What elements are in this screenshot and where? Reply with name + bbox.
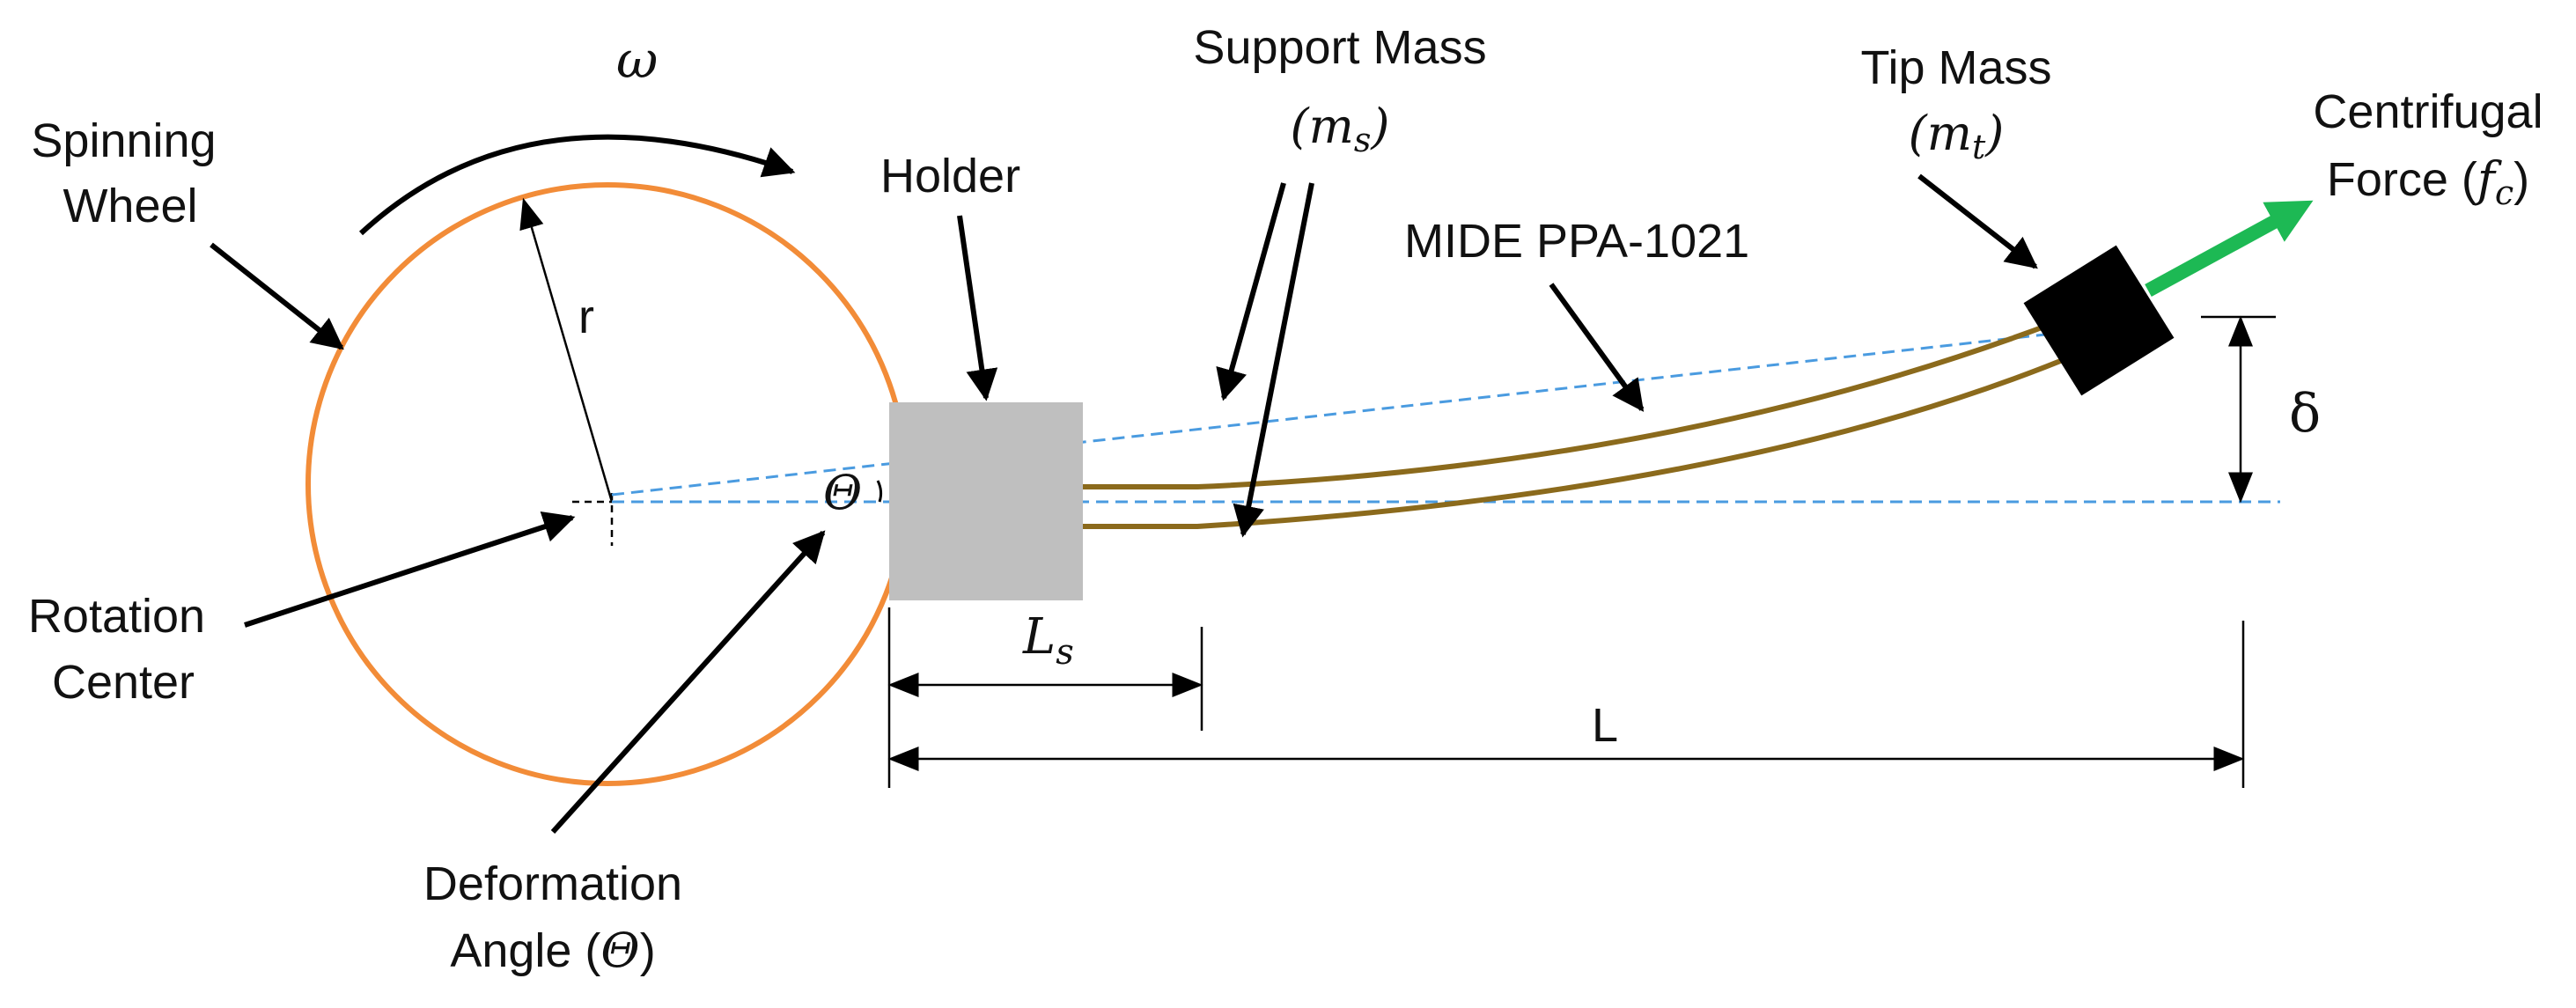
callout-piezo — [1549, 283, 1645, 412]
centrifugal-title: Centrifugal — [2313, 85, 2543, 138]
tip-mass-title: Tip Mass — [1860, 41, 2051, 94]
callout-tip-mass — [1917, 173, 2038, 269]
holder-label: Holder — [880, 150, 1020, 202]
holder-block — [889, 402, 1083, 600]
tip-mass-symbol: (mt) — [1909, 106, 2005, 166]
spinning-wheel-label: Spinning Wheel — [31, 114, 229, 232]
omega-label: ω — [616, 30, 658, 90]
callout-deformation-angle — [550, 530, 826, 835]
deformation-symbol: Angle (Θ) — [450, 923, 655, 978]
deformation-title: Deformation — [423, 857, 682, 910]
callout-spinning-wheel — [210, 242, 344, 350]
delta-label: δ — [2289, 383, 2321, 445]
radius-line — [519, 197, 614, 503]
theta-label: Θ — [823, 465, 862, 520]
length-label: L — [1592, 699, 1618, 752]
centrifugal-force-arrow — [2145, 200, 2314, 298]
radius-label: r — [578, 291, 594, 343]
piezo-label: MIDE PPA-1021 — [1404, 215, 1749, 268]
theta-arc — [876, 480, 883, 503]
piezo-beam-lower — [1083, 351, 2079, 529]
centrifugal-symbol: Force (fc) — [2327, 151, 2529, 212]
callout-rotation-center — [244, 511, 576, 628]
callout-support-mass-upper — [1216, 182, 1286, 401]
piezo-beam-upper — [1083, 321, 2053, 489]
omega-rotation-arrow — [358, 134, 796, 236]
callout-support-mass-lower — [1233, 182, 1314, 538]
support-mass-title: Support Mass — [1193, 21, 1486, 74]
callout-holder — [957, 215, 998, 401]
tip-mass-block — [2023, 245, 2175, 396]
support-mass-symbol: (ms) — [1291, 99, 1390, 159]
ls-label: Ls — [1022, 608, 1074, 673]
rotation-center-label: Rotation Center — [28, 590, 218, 709]
